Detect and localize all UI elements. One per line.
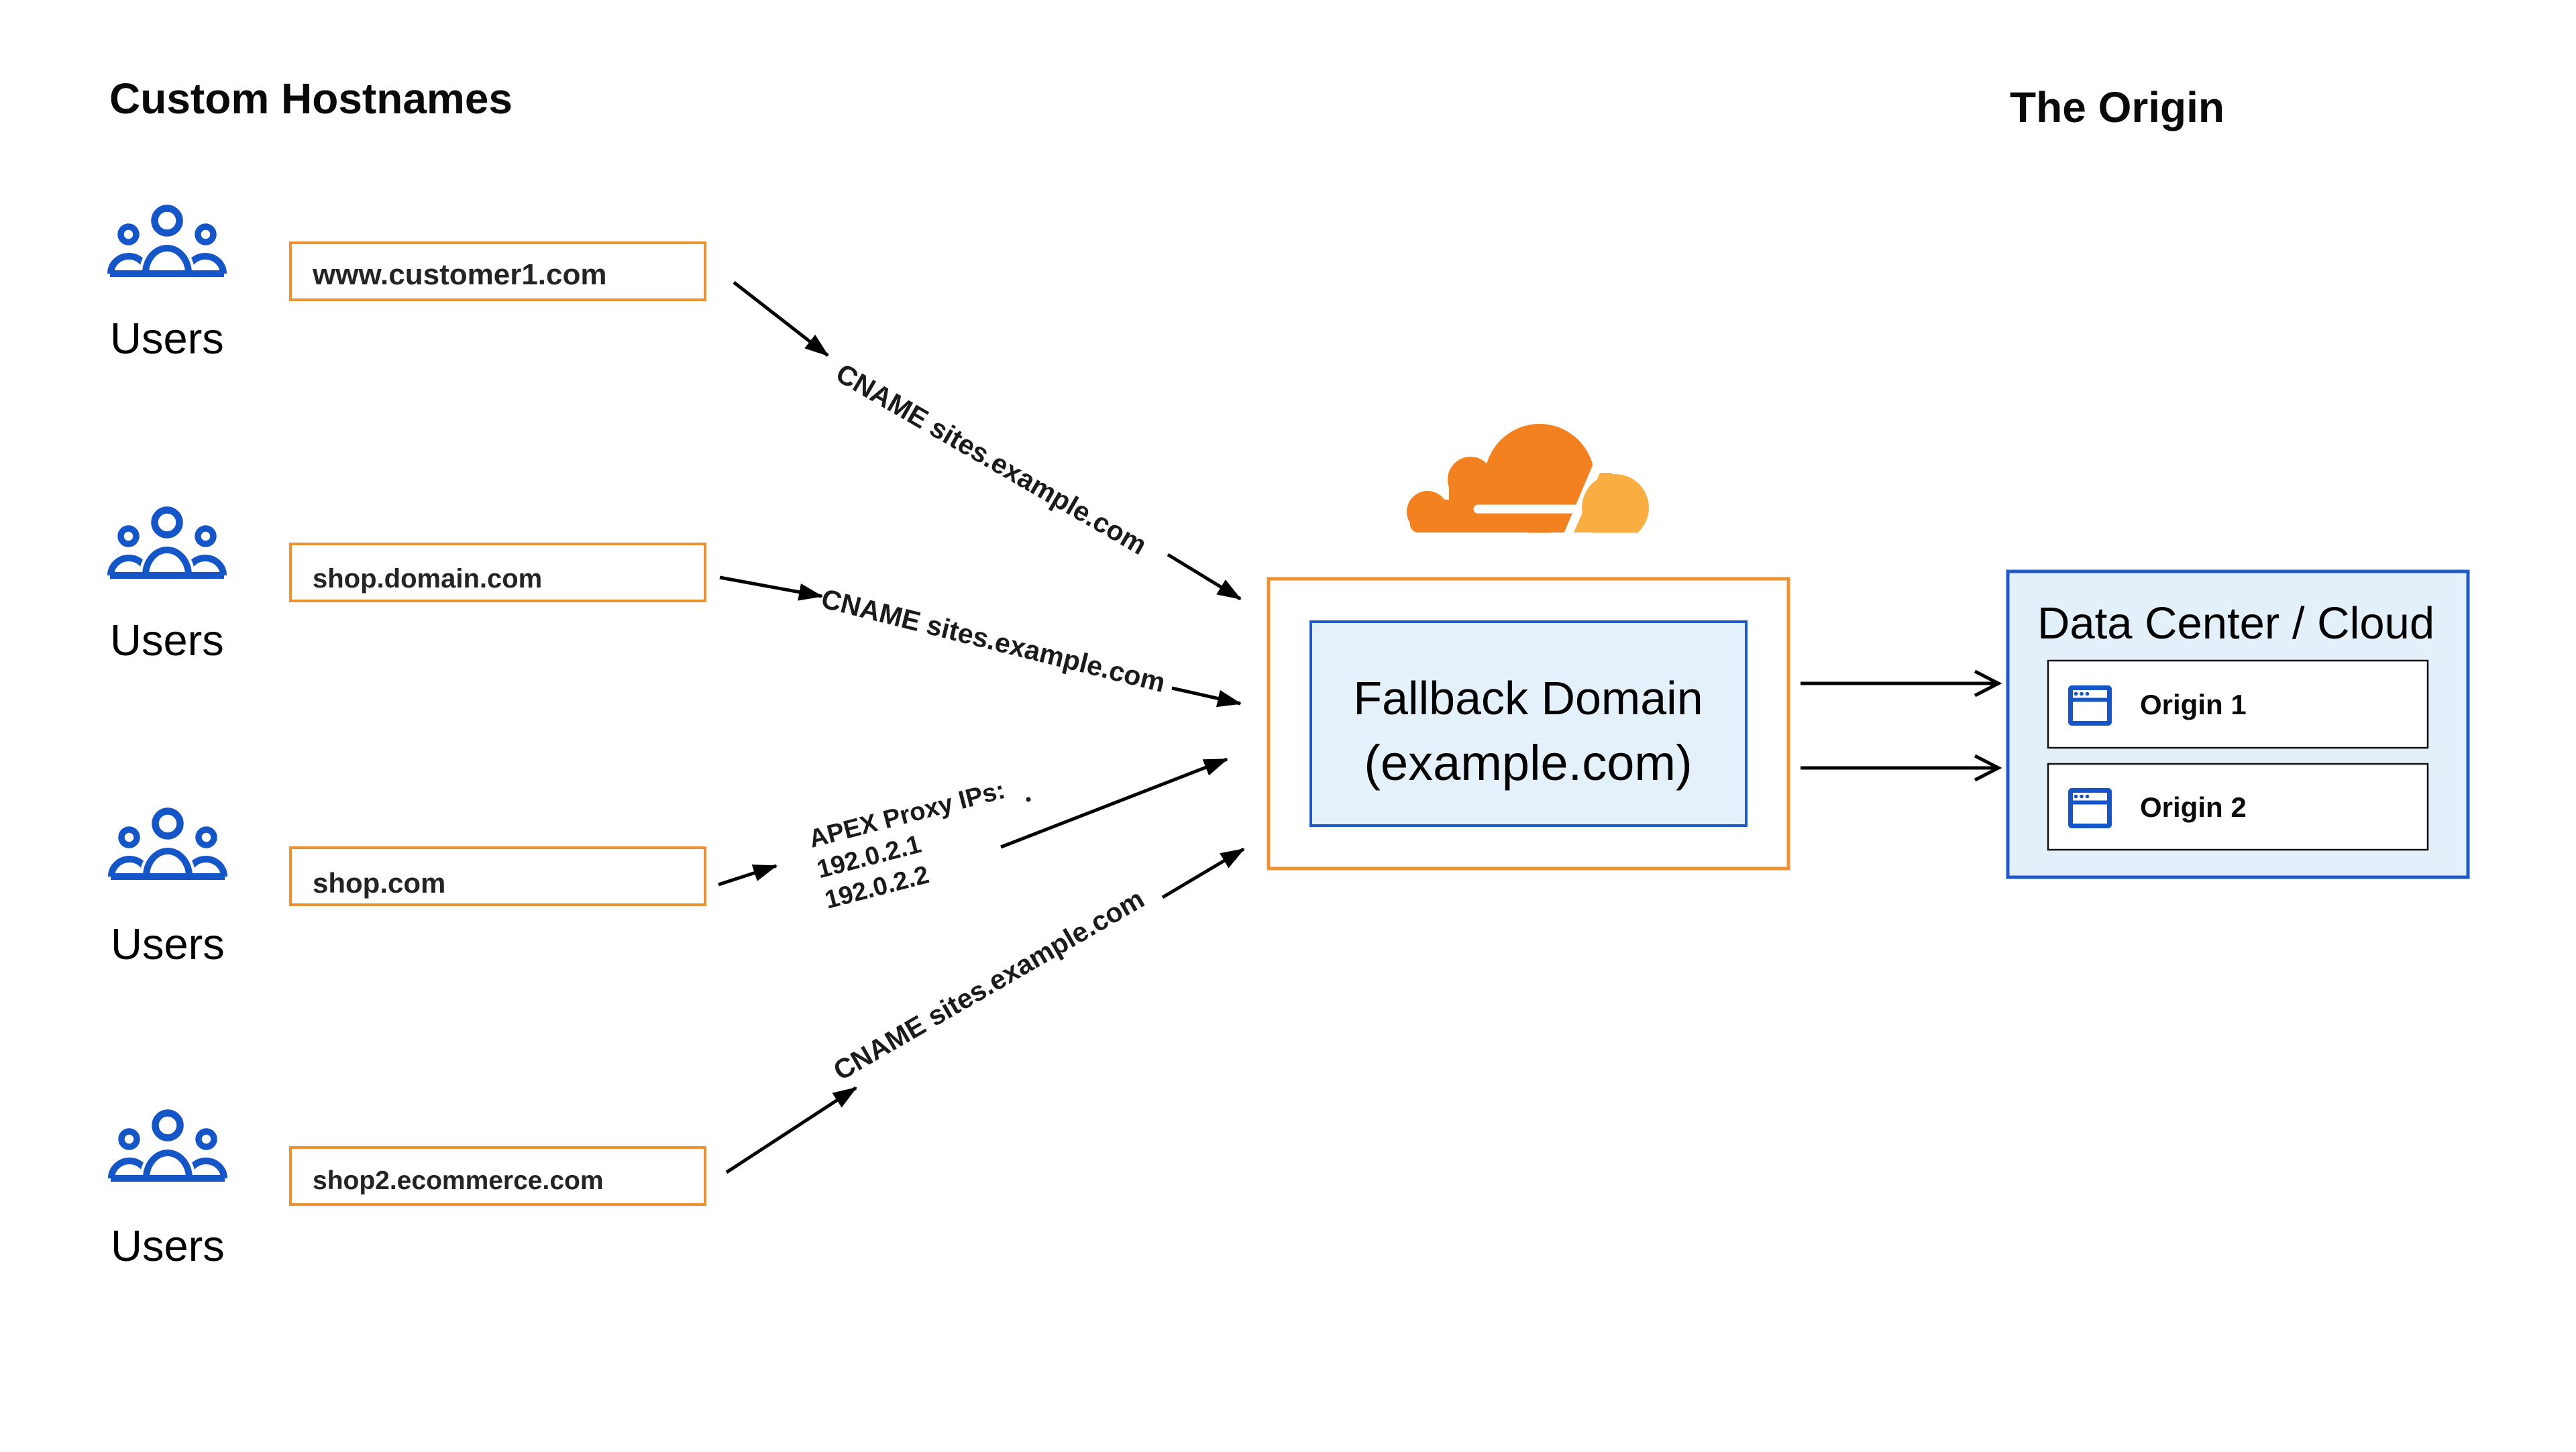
svg-text:CNAME sites.example.com: CNAME sites.example.com: [828, 883, 1150, 1086]
svg-text:Users: Users: [110, 616, 224, 665]
svg-text:Users: Users: [110, 314, 224, 363]
svg-text:shop.domain.com: shop.domain.com: [313, 564, 542, 594]
svg-text:Users: Users: [111, 919, 225, 968]
svg-text:CNAME sites.example.com: CNAME sites.example.com: [818, 583, 1169, 698]
svg-text:Fallback Domain: Fallback Domain: [1353, 672, 1703, 724]
svg-text:shop.com: shop.com: [313, 867, 445, 899]
svg-text:www.customer1.com: www.customer1.com: [312, 258, 607, 291]
svg-text:CNAME sites.example.com: CNAME sites.example.com: [831, 357, 1152, 561]
svg-text:Origin 2: Origin 2: [2140, 791, 2247, 823]
svg-text:(example.com): (example.com): [1364, 735, 1692, 791]
svg-text:Data Center / Cloud: Data Center / Cloud: [2037, 598, 2434, 649]
svg-text:Custom Hostnames: Custom Hostnames: [109, 74, 513, 123]
svg-text:Users: Users: [111, 1221, 225, 1270]
svg-text:The Origin: The Origin: [2010, 83, 2224, 131]
svg-text:shop2.ecommerce.com: shop2.ecommerce.com: [313, 1166, 604, 1195]
svg-text:Origin 1: Origin 1: [2140, 689, 2247, 720]
